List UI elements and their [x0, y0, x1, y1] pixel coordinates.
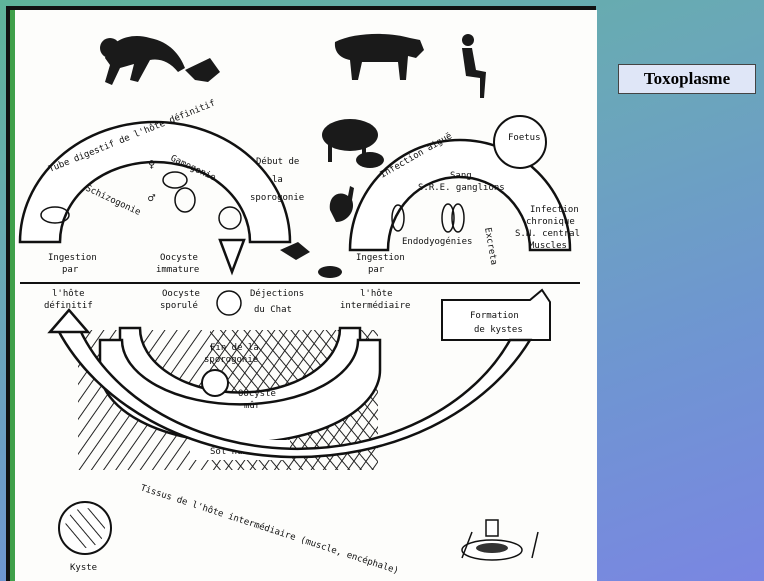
- oocyst-cell: [218, 206, 242, 230]
- formation-label-1: Formation: [470, 311, 519, 321]
- debut-sporogonie-label-3: sporogonie: [250, 193, 304, 203]
- cow-illustration: [334, 33, 424, 80]
- sang-label: Sang: [450, 171, 472, 181]
- oocyste-mur-label-1: Oocyste: [238, 389, 276, 399]
- ingestion-int-label-1: Ingestion: [356, 253, 405, 263]
- mature-oocyst-cell: [201, 369, 229, 397]
- oocyste-immature-label-2: immature: [156, 265, 199, 275]
- kyste-label: Kyste: [70, 563, 97, 573]
- infection-chronique-label-1: Infection: [530, 205, 579, 215]
- kyste-illustration: Kyste: [58, 501, 112, 573]
- slide-title: Toxoplasme: [618, 64, 756, 94]
- green-accent-edge: [10, 10, 15, 581]
- definitive-host-arch: Tube digestif de l'hôte définitif Gamogo…: [18, 98, 292, 276]
- oocyste-sporule-label-1: Oocyste: [162, 289, 200, 299]
- gamete-cell: [174, 187, 196, 213]
- ingestion-def-label-1: Ingestion: [48, 253, 97, 263]
- foetus-label: Foetus: [508, 133, 541, 143]
- endodyogenies-label: Endodyogénies: [402, 236, 472, 247]
- oocyste-immature-label-1: Oocyste: [160, 253, 198, 263]
- formation-label-2: de kystes: [474, 325, 523, 335]
- female-symbol: ♀: [148, 157, 155, 171]
- bird-and-mouse-illustration: [280, 242, 342, 278]
- meal-plate-illustration: [461, 519, 539, 561]
- male-symbol: ♂: [148, 191, 155, 205]
- schizont-cell: [40, 206, 70, 224]
- dejections-label-2: du Chat: [254, 305, 292, 315]
- debut-sporogonie-label-1: Début de: [256, 156, 299, 167]
- infection-chronique-label-3: S.N. central: [515, 229, 580, 239]
- ingestion-int-label-3: l'hôte: [360, 288, 393, 299]
- fin-sporogonie-label-1: Fin de la: [210, 343, 259, 353]
- diagram-panel: Tube digestif de l'hôte définitif Gamogo…: [10, 10, 597, 581]
- toxoplasma-life-cycle-diagram: Tube digestif de l'hôte définitif Gamogo…: [18, 33, 580, 577]
- infection-chronique-label-4: Muscles: [529, 241, 567, 251]
- oocyste-mur-label-2: mûr: [244, 401, 261, 411]
- ingestion-int-label-2: par: [368, 265, 385, 275]
- sheep-illustration: [322, 119, 384, 168]
- formation-kystes-box: Formation de kystes: [441, 288, 551, 341]
- ingestion-int-label-4: intermédiaire: [340, 300, 410, 311]
- intermediate-host-arch: Foetus Infection aiguë Sang S.R.E. gangl…: [348, 115, 580, 266]
- fin-sporogonie-label-2: sporogonie: [204, 355, 258, 365]
- oocyste-sporule-label-2: sporulé: [160, 300, 198, 311]
- foetus-circle: [493, 115, 547, 169]
- excreta-label: Excreta: [482, 227, 498, 266]
- infection-chronique-label-2: chronique: [526, 217, 575, 227]
- schizogonie-label: Schizogonie: [84, 184, 142, 218]
- sre-label: S.R.E. ganglions: [418, 183, 505, 193]
- ingestion-def-label-4: définitif: [44, 300, 93, 311]
- dejections-label-1: Déjections: [250, 288, 304, 299]
- seated-person-illustration: [462, 34, 486, 98]
- debut-sporogonie-label-2: la: [272, 175, 283, 185]
- tissus-label: Tissus de l'hôte intermédiaire (muscle, …: [139, 482, 400, 576]
- ingestion-def-label-3: l'hôte: [52, 288, 85, 299]
- cat-and-bird-illustration: [100, 36, 220, 85]
- ingestion-def-label-2: par: [62, 265, 79, 275]
- gamete-cell: [162, 171, 188, 189]
- rabbit-illustration: [329, 186, 354, 222]
- sporulated-oocyst-cell: [216, 290, 242, 316]
